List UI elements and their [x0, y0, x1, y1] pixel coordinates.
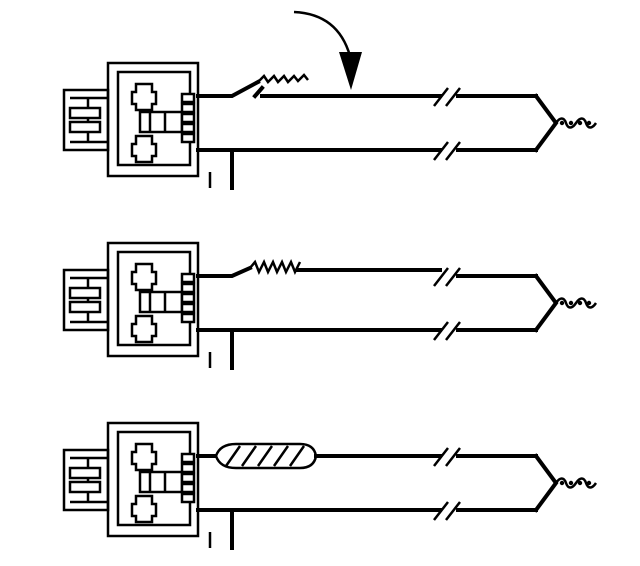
strand-dot: [568, 120, 574, 126]
break-mark-top: [433, 87, 461, 107]
connector-inner: [116, 430, 192, 527]
panel-3: [62, 421, 598, 550]
blade-detail: [148, 112, 167, 132]
pin: [180, 302, 196, 314]
latch-slot-top: [68, 286, 102, 300]
pin: [180, 292, 196, 304]
pin: [180, 122, 196, 134]
contact-blade: [138, 290, 184, 314]
terminal-bottom: [130, 314, 158, 344]
connector-latch: [62, 88, 110, 152]
wire-top-stub: [196, 79, 261, 98]
pin: [180, 92, 196, 104]
wire-converge: [533, 453, 559, 513]
strand-dot: [577, 480, 583, 486]
strand-dot: [568, 480, 574, 486]
latch-slot-bottom: [68, 480, 102, 494]
strand-dot: [586, 480, 592, 486]
connector-inner: [116, 70, 192, 167]
latch-detail: [70, 96, 108, 144]
pin: [180, 112, 196, 124]
connector-inner: [116, 250, 192, 347]
blade-detail: [148, 472, 167, 492]
pin: [180, 312, 196, 324]
contact-blade: [138, 470, 184, 494]
strand-dot: [586, 120, 592, 126]
twisted-end: [554, 117, 598, 129]
pin: [180, 452, 196, 464]
pin: [180, 482, 196, 494]
connector-latch: [62, 268, 110, 332]
pin: [180, 132, 196, 144]
break-mark-bottom: [433, 141, 461, 161]
break-mark-bottom: [433, 501, 461, 521]
sleeve-wrap: [224, 445, 306, 467]
arrow-shaft: [293, 10, 352, 57]
wire-converge: [533, 273, 559, 333]
pin: [180, 102, 196, 114]
terminal-top: [130, 442, 158, 472]
panel-2: [62, 241, 598, 370]
break-mark-top: [433, 447, 461, 467]
break-mark-bottom: [433, 321, 461, 341]
latch-slot-top: [68, 106, 102, 120]
pin: [180, 272, 196, 284]
wire-top-stub: [196, 265, 253, 278]
strand-dot: [577, 300, 583, 306]
connector-latch: [62, 448, 110, 512]
terminal-bottom: [130, 494, 158, 524]
latch-slot-bottom: [68, 120, 102, 134]
strand-dot: [559, 480, 565, 486]
pin: [180, 282, 196, 294]
wire-top: [252, 85, 442, 99]
twisted-end: [554, 477, 598, 489]
strand-dot: [577, 120, 583, 126]
blade-detail: [148, 292, 167, 312]
twisted-end: [554, 297, 598, 309]
terminal-top: [130, 262, 158, 292]
strand-dot: [586, 300, 592, 306]
pin: [180, 462, 196, 474]
terminal-bottom: [130, 134, 158, 164]
latch-detail: [70, 456, 108, 504]
break-mark-top: [433, 267, 461, 287]
strand-dot: [559, 120, 565, 126]
terminal-top: [130, 82, 158, 112]
strand-dot: [568, 300, 574, 306]
latch-slot-bottom: [68, 300, 102, 314]
twisted-splice: [249, 258, 302, 276]
strand-dot: [559, 300, 565, 306]
exposed-strands: [257, 73, 309, 84]
pin: [180, 472, 196, 484]
wire-converge: [533, 93, 559, 153]
pin: [180, 492, 196, 504]
contact-blade: [138, 110, 184, 134]
panel-1: [62, 10, 598, 190]
latch-detail: [70, 276, 108, 324]
latch-slot-top: [68, 466, 102, 480]
arrow-head-icon: [339, 52, 362, 90]
